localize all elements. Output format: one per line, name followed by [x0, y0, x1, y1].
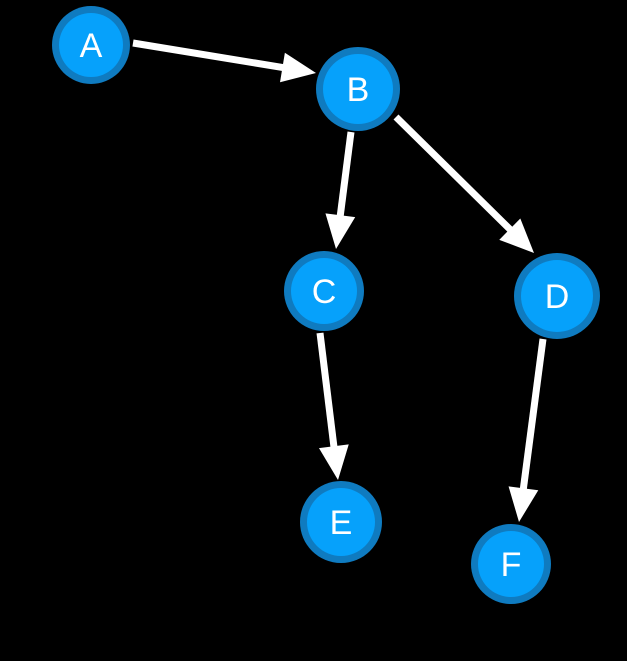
edge-arrowhead-icon	[318, 444, 349, 480]
node-fill	[307, 488, 375, 556]
graph-node-d[interactable]: D	[514, 253, 600, 339]
edge-line	[132, 39, 289, 72]
graph-node-a[interactable]: A	[52, 6, 130, 84]
node-fill	[323, 54, 393, 124]
graph-node-f[interactable]: F	[471, 524, 551, 604]
graph-node-e[interactable]: E	[300, 481, 382, 563]
edge-arrowhead-icon	[325, 213, 356, 249]
node-label-a: A	[80, 27, 103, 65]
edge-arrowhead-icon	[280, 52, 316, 83]
graph-edge-d-to-f[interactable]	[508, 338, 547, 522]
graph-node-b[interactable]: B	[316, 47, 400, 131]
node-label-d: D	[545, 278, 570, 316]
node-fill	[478, 531, 544, 597]
edges-layer	[132, 39, 547, 522]
node-label-f: F	[501, 546, 522, 584]
node-label-b: B	[347, 71, 370, 109]
edge-line	[336, 131, 355, 222]
node-fill	[521, 260, 593, 332]
graph-edge-b-to-d[interactable]	[393, 114, 534, 253]
edge-line	[393, 114, 517, 236]
graph-edge-c-to-e[interactable]	[316, 332, 349, 480]
node-label-c: C	[312, 273, 337, 311]
edge-line	[519, 338, 547, 495]
node-fill	[59, 13, 123, 77]
graph-edge-a-to-b[interactable]	[132, 39, 316, 83]
nodes-layer: A B C D E F	[52, 6, 600, 604]
edge-arrowhead-icon	[508, 486, 539, 522]
edge-line	[316, 332, 339, 453]
node-label-e: E	[330, 504, 353, 542]
graph-edge-b-to-c[interactable]	[325, 131, 356, 249]
graph-node-c[interactable]: C	[284, 251, 364, 331]
edge-arrowhead-icon	[499, 218, 534, 253]
node-fill	[291, 258, 357, 324]
